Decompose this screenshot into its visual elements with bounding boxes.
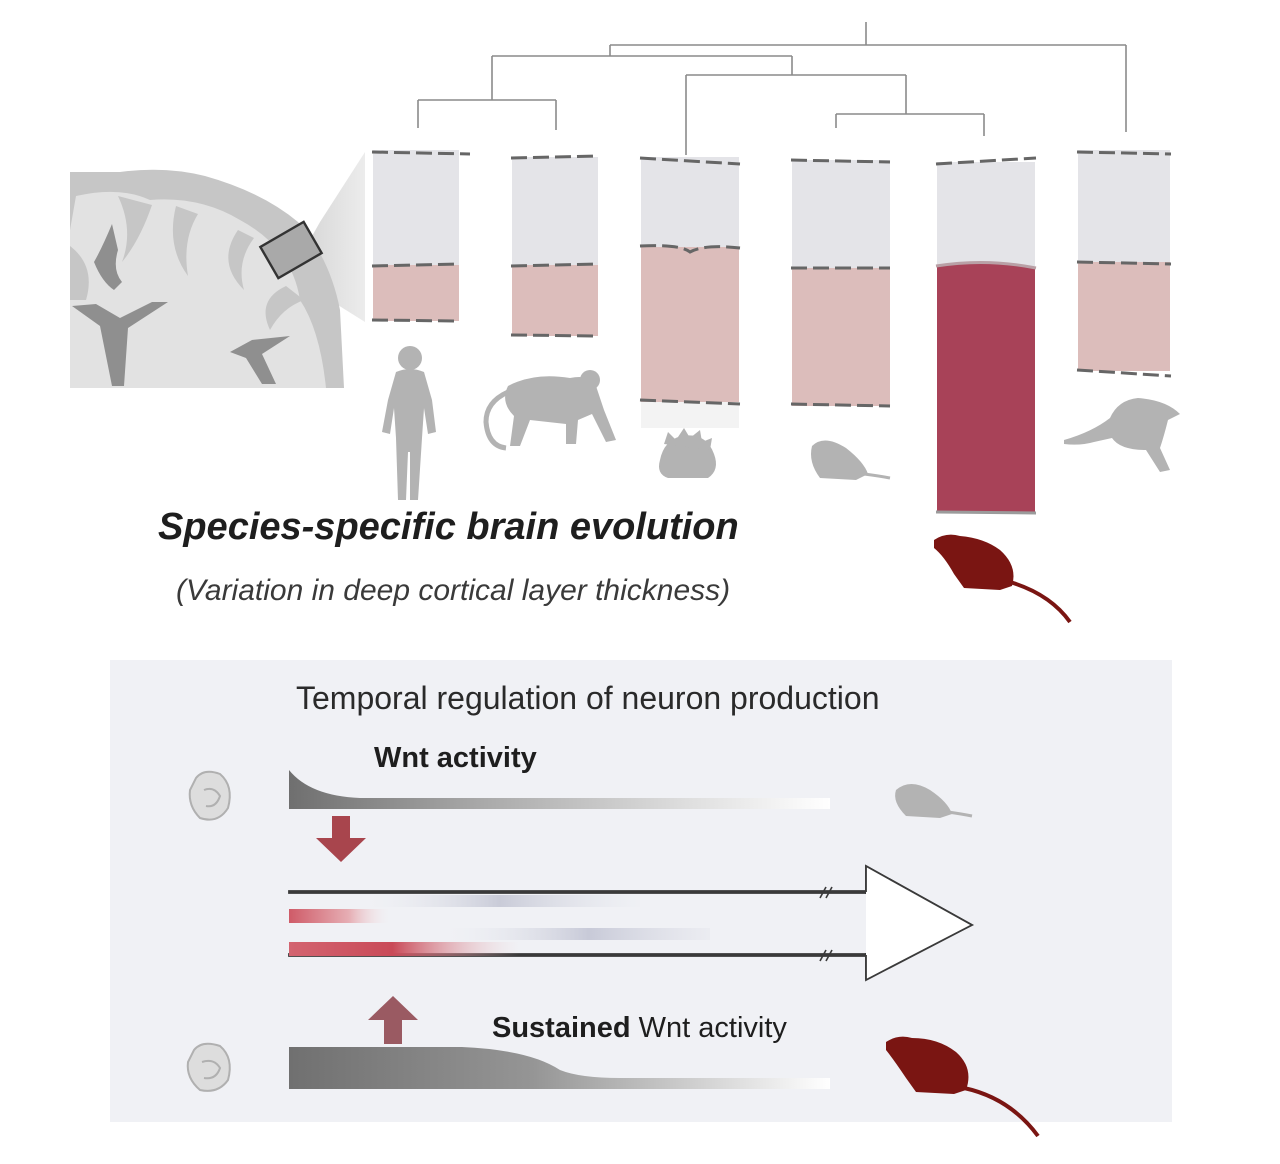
hippocampus-shape — [230, 336, 290, 384]
upper-bar-blue — [360, 895, 640, 907]
embryo-icon-bottom — [186, 1042, 231, 1092]
upper-bar-red — [289, 909, 389, 923]
gyri — [70, 196, 304, 330]
ventricle-lower — [72, 302, 168, 386]
sustained-word: Sustained — [492, 1012, 631, 1044]
main-subtitle: (Variation in deep cortical layer thickn… — [176, 574, 731, 607]
hedgehog-silhouette — [659, 428, 716, 478]
column-hedgehog — [639, 156, 741, 428]
column-mouse — [790, 158, 891, 408]
column-human — [371, 150, 471, 323]
column-rat — [935, 156, 1037, 515]
zoom-box — [258, 220, 324, 280]
species-silhouettes — [382, 346, 1180, 624]
sustained-wnt-label: Sustained Wnt activity — [492, 1012, 787, 1045]
panel-title: Temporal regulation of neuron production — [296, 680, 880, 716]
wnt-decay-shape — [289, 770, 830, 809]
sustained-rest: Wnt activity — [630, 1012, 787, 1044]
neuron-production-bars — [289, 895, 710, 956]
wnt-activity-label: Wnt activity — [374, 742, 537, 774]
cortical-columns — [371, 150, 1172, 515]
column-macaque — [510, 154, 599, 338]
embryo-icon-top — [188, 770, 231, 821]
lower-bar-blue — [440, 928, 710, 940]
mouse-silhouette — [811, 440, 891, 480]
sustained-wnt-shape — [289, 1047, 830, 1089]
lower-bar-red — [289, 942, 519, 956]
human-silhouette — [382, 346, 436, 500]
main-title: Species-specific brain evolution — [158, 506, 739, 548]
arrow-up — [368, 996, 418, 1044]
mouse-silhouette-bottom — [895, 784, 973, 818]
phylogenetic-tree — [417, 22, 1127, 155]
arrow-down — [316, 816, 366, 862]
brain-section — [70, 152, 365, 388]
macaque-silhouette — [483, 370, 616, 451]
rat-silhouette-bottom — [886, 1036, 1040, 1138]
rat-silhouette-top — [934, 534, 1072, 624]
ferret-silhouette — [1064, 398, 1180, 472]
ventricle-upper — [94, 224, 122, 290]
column-ferret — [1076, 150, 1172, 378]
